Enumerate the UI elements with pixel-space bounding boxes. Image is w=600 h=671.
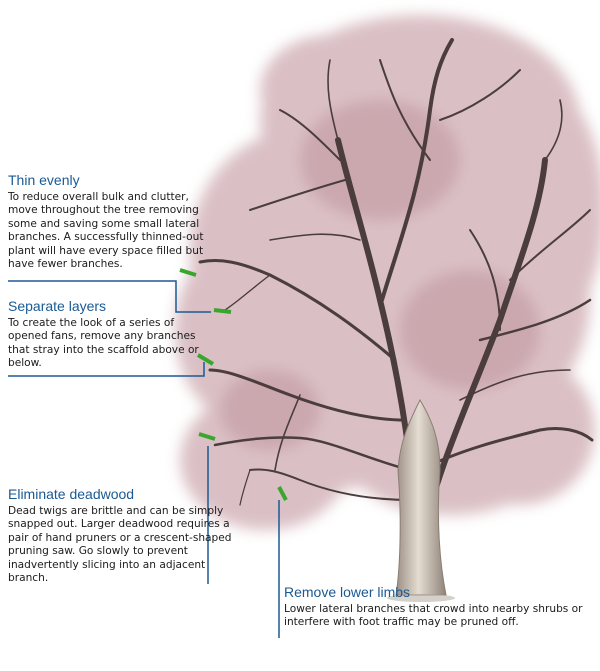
heading-thin-evenly: Thin evenly: [8, 172, 80, 188]
text-eliminate-deadwood: Dead twigs are brittle and can be simply…: [8, 505, 232, 585]
cut-mark-separate-1: [213, 308, 232, 314]
canopy-texture: [220, 100, 540, 450]
heading-remove-lower-limbs: Remove lower limbs: [284, 584, 411, 600]
text-thin-evenly: To reduce overall bulk and clutter, move…: [8, 191, 204, 271]
cut-mark-lower-limbs: [277, 486, 288, 501]
leader-separate-layers: [8, 362, 205, 377]
callout-separate-layers: Separate layers To create the look of a …: [8, 298, 208, 371]
text-remove-lower-limbs: Lower lateral branches that crowd into n…: [284, 603, 583, 629]
callout-remove-lower-limbs: Remove lower limbs Lower lateral branche…: [284, 584, 584, 630]
leader-thin-evenly: [8, 280, 211, 313]
text-separate-layers: To create the look of a series of opened…: [8, 317, 199, 370]
cut-mark-deadwood: [198, 432, 216, 441]
cut-mark-separate-2: [196, 353, 215, 366]
callout-thin-evenly: Thin evenly To reduce overall bulk and c…: [8, 172, 220, 271]
tree-base-shadow: [387, 594, 455, 602]
leader-lines: [8, 280, 280, 638]
tree-canopy: [175, 15, 600, 530]
tree-trunk: [395, 398, 447, 596]
cut-mark-thin: [179, 268, 197, 277]
heading-separate-layers: Separate layers: [8, 298, 107, 314]
heading-eliminate-deadwood: Eliminate deadwood: [8, 486, 135, 502]
cut-marks: [179, 268, 288, 501]
callout-eliminate-deadwood: Eliminate deadwood Dead twigs are brittl…: [8, 486, 246, 585]
